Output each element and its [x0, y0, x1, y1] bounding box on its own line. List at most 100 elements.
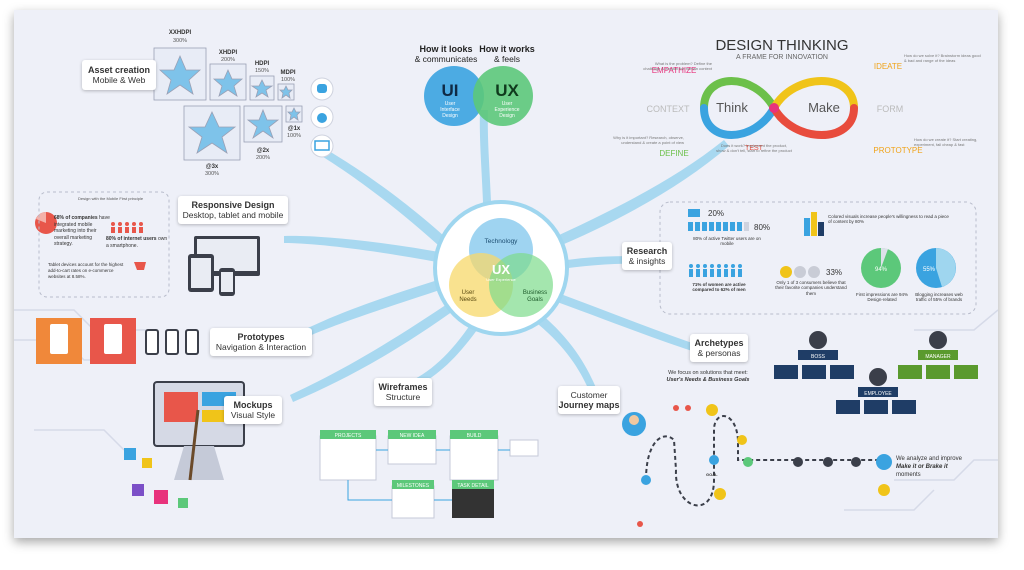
employee-label: EMPLOYEE	[864, 391, 892, 397]
focus-line-2: User's Needs & Business Goals	[666, 377, 750, 384]
pie1-text: First impressions are 94% Design-related	[855, 292, 909, 303]
asset-creation-card: Asset creation Mobile & Web	[82, 60, 156, 90]
ux-circle	[473, 66, 533, 126]
x3-label: @3x	[206, 164, 219, 170]
mockups-title: Mockups	[233, 400, 273, 410]
pie2-text: Blogging increases web traffic of 55% of…	[915, 292, 963, 303]
prototypes-sub: Navigation & Interaction	[215, 342, 307, 352]
wireframes-card: Wireframes Structure	[374, 378, 432, 406]
manager-label: MANAGER	[925, 354, 951, 360]
mobile-first-text: Design with the Mobile First principle	[78, 196, 144, 201]
mindmap-canvas: Technology UX User Experience User Needs…	[14, 10, 998, 538]
ux-title: UX	[495, 81, 519, 100]
android-icon	[317, 84, 327, 93]
ui-sub-1: User	[445, 101, 456, 107]
mockups-sub: Visual Style	[230, 410, 276, 420]
x1-label: @1x	[288, 126, 301, 132]
wireframe-flow	[319, 430, 539, 519]
research-card: Research & insights	[622, 242, 672, 270]
how-looks-label: How it looks	[419, 44, 472, 54]
journey-nodes	[637, 404, 892, 527]
ui-sub-2: Interface	[440, 107, 460, 113]
stat2-block: 80% of internet users own a smartphone.	[106, 236, 168, 249]
ideate-note: How do we solve it? Brainstorm ideas goo…	[904, 53, 981, 63]
pie-55-remainder	[936, 248, 956, 287]
pie-94-label: 94%	[875, 267, 888, 273]
infinity-loop	[700, 77, 858, 139]
empathize-label: EMPATHIZE	[652, 66, 697, 75]
journey-analyze: We analyze and improve Make it or Brake …	[896, 456, 976, 479]
define-note: Why is it important? Research, observe, …	[613, 135, 684, 145]
business-goals-circle	[489, 253, 553, 317]
focus-line-1: We focus on solutions that meet:	[668, 370, 748, 376]
responsive-card: Responsive Design Desktop, tablet and mo…	[178, 196, 288, 224]
asset-sub: Mobile & Web	[92, 75, 146, 85]
prototypes-title: Prototypes	[237, 332, 285, 342]
xxhdpi-pct: 300%	[173, 38, 187, 44]
prototype-phones	[145, 329, 199, 355]
mdpi-pct: 100%	[281, 77, 295, 83]
stat2-text: own a smartphone.	[106, 236, 168, 249]
ui-title: UI	[442, 81, 459, 100]
research-pct20: 20%	[708, 209, 724, 218]
user-needs-label-2: Needs	[459, 297, 476, 303]
wireframes-title: Wireframes	[378, 382, 428, 392]
x2-pct: 200%	[256, 155, 270, 161]
emoji-icons	[780, 266, 820, 278]
stat1-pct: 68% of companies	[54, 215, 98, 221]
form-label: FORM	[877, 104, 904, 114]
feels-label: & feels	[494, 54, 520, 64]
research-sub: & insights	[628, 256, 666, 266]
asset-title: Asset creation	[87, 65, 151, 75]
wf-task-detail-label: TASK DETAIL	[457, 483, 488, 489]
ux-sub-1: User	[502, 101, 513, 107]
stat2-pct: 80% of internet users	[106, 236, 157, 242]
mdpi-label: MDPI	[281, 70, 296, 76]
context-label: CONTEXT	[646, 104, 690, 114]
people-icons	[689, 264, 742, 277]
archetypes-card: Archetypes & personas	[690, 334, 748, 362]
prototype-label: PROTOTYPE	[873, 146, 922, 155]
test-label: TEST	[745, 145, 764, 152]
user-needs-label: User	[462, 290, 475, 296]
apple-icon	[317, 113, 327, 123]
research-pct33: 33%	[826, 268, 842, 277]
ui-circle	[424, 66, 484, 126]
stat1-block: 68% of companies have integrated mobile …	[54, 215, 110, 248]
wf-task-detail-tab	[452, 480, 494, 489]
analyze-line-2: Make it or Brake it	[896, 463, 948, 470]
wf-milestones-tab	[392, 480, 434, 489]
technology-label: Technology	[485, 238, 519, 245]
wf-projects-label: PROJECTS	[335, 433, 362, 439]
journey-title: Customer	[570, 390, 608, 400]
journey-path	[645, 415, 884, 507]
mindmap-svg: Technology UX User Experience User Needs…	[14, 30, 998, 527]
hdpi-pct: 150%	[255, 68, 269, 74]
wf-projects-tab	[320, 430, 376, 439]
mockup-cubes	[124, 448, 188, 508]
desktop-icon	[314, 140, 330, 151]
xhdpi-label: XHDPI	[219, 50, 238, 56]
platform-icons	[310, 77, 334, 158]
prototypes-card: Prototypes Navigation & Interaction	[210, 328, 312, 356]
journey-sub: Journey maps	[558, 400, 620, 410]
wf-build-label: BUILD	[467, 433, 482, 439]
test-note: Does it work? Implement the product, sho…	[716, 143, 792, 153]
how-works-label: How it works	[479, 44, 535, 54]
x2-label: @2x	[257, 148, 270, 154]
stat3-text: Tablet devices account for the highest a…	[48, 262, 124, 279]
empathize-note: What is the problem? Define the challeng…	[643, 61, 712, 71]
responsive-panel	[38, 191, 170, 298]
analyze-line-1: We analyze and improve	[896, 456, 962, 462]
women-stat: 71% of women are active compared to 62% …	[692, 282, 746, 293]
business-goals-label: Business	[523, 290, 547, 296]
users-icons	[111, 222, 143, 233]
archetypes-sub: & personas	[697, 348, 741, 358]
research-pct80: 80%	[754, 223, 770, 232]
design-thinking-subtitle: A FRAME FOR INNOVATION	[736, 54, 828, 61]
xhdpi-pct: 200%	[221, 57, 235, 63]
ux-sub-3: Design	[499, 113, 515, 119]
design-thinking-title: DESIGN THINKING	[715, 37, 848, 54]
archetypes-focus: We focus on solutions that meet: User's …	[648, 370, 768, 384]
cart-icon	[134, 262, 146, 270]
